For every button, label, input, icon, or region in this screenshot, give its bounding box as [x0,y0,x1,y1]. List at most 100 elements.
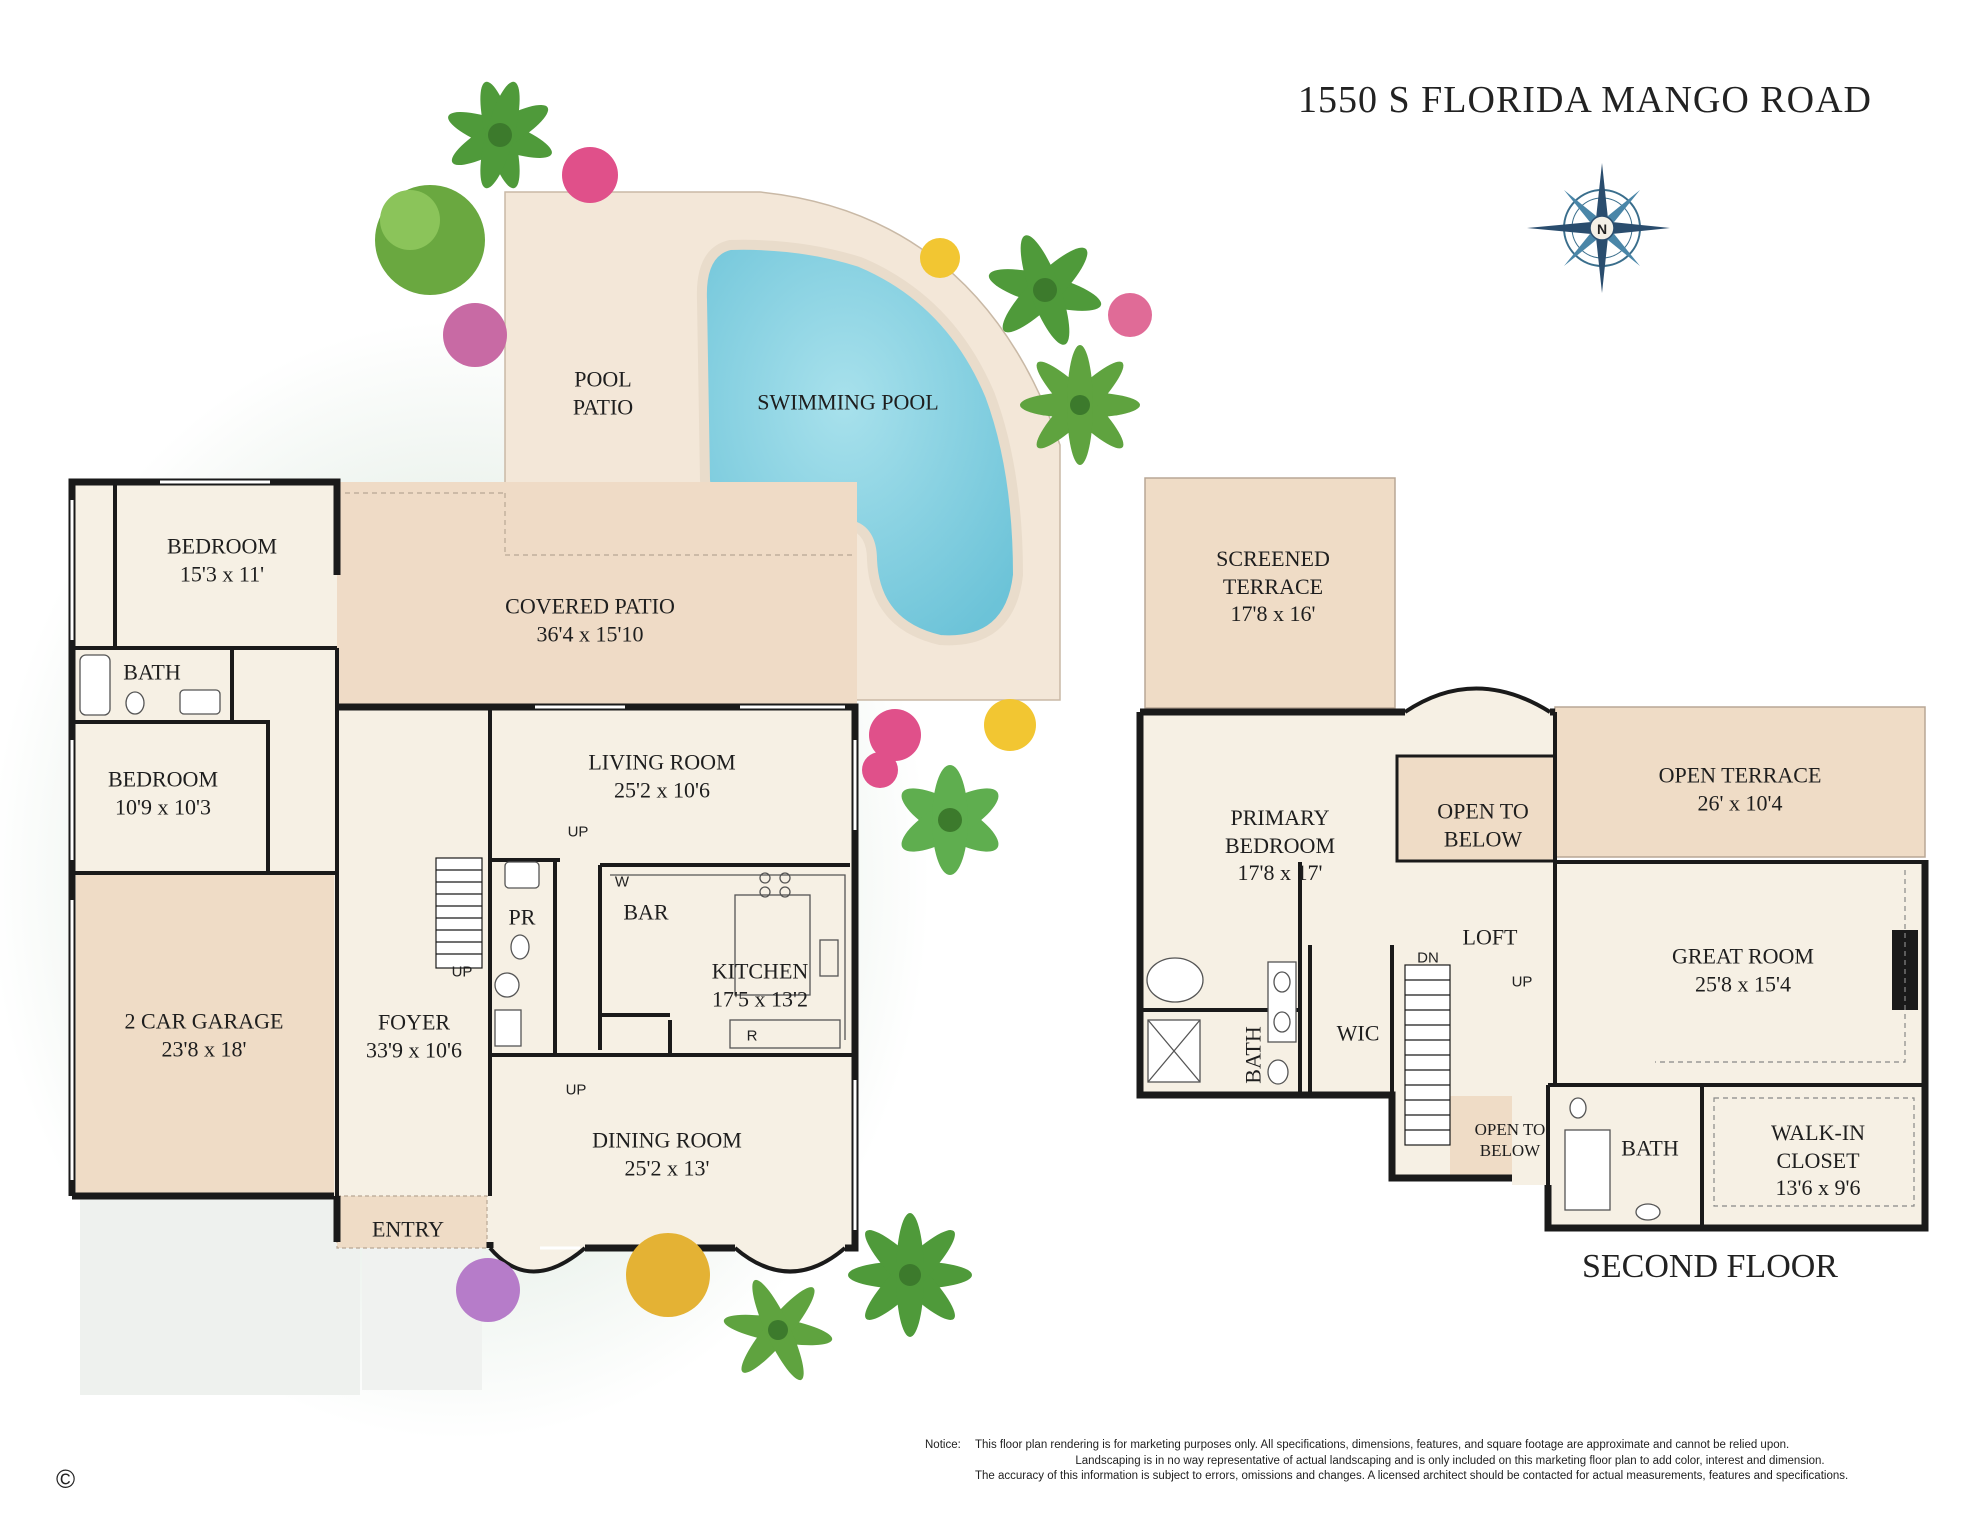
compass-north-label: N [1596,221,1608,237]
room-name: BEDROOM [166,533,278,559]
room-label-open-to-below-upper: OPEN TO BELOW [1437,798,1528,853]
room-name: LOFT [1462,924,1518,950]
stair-up-label: UP [567,823,589,841]
stair-up-label: UP [451,963,473,981]
room-name-line: BEDROOM [1224,832,1336,858]
room-dims: 25'2 x 10'6 [614,777,710,802]
room-dims: 36'4 x 15'10 [536,621,644,646]
notice-line: Landscaping is in no way representative … [1075,1454,1825,1467]
palm-tree [1020,345,1140,465]
dining-bay-right [733,1246,847,1274]
second-floor-fixtures [1146,957,1661,1221]
stair-up-label: UP [1511,973,1533,991]
room-name: GREAT ROOM [1671,943,1815,969]
notice-line: The accuracy of this information is subj… [975,1470,1849,1483]
room-label-primary-bedroom: PRIMARY BEDROOM 17'8 x 17' [1225,804,1335,887]
room-dims: 13'6 x 9'6 [1775,1174,1861,1200]
open-to-below-lower [1450,1096,1512,1176]
covered-patio [337,482,857,707]
room-name: OPEN TERRACE [1658,762,1822,788]
flower-bush [920,238,960,278]
palm-tree [848,1213,972,1337]
room-label-screened-terrace: SCREENED TERRACE 17'8 x 16' [1216,545,1330,628]
room-name: BATH [1621,1135,1679,1161]
room-label-bar: BAR [623,898,668,926]
landscaping [375,81,1152,1381]
flower-bush [862,752,898,788]
room-name: LIVING ROOM [588,749,736,775]
room-name: PR [508,904,536,930]
room-name: BEDROOM [107,766,219,792]
room-name-line: PATIO [572,394,634,419]
first-floor-fixtures [79,654,540,1047]
room-label-kitchen: KITCHEN 17'5 x 13'2 [712,958,809,1013]
room-label-bath-1: BATH [123,658,180,686]
second-floor-label: SECOND FLOOR [1582,1248,1838,1285]
room-name-line: PRIMARY [1230,804,1330,830]
notice-lead: Notice: [925,1439,961,1451]
room-dims: 17'5 x 13'2 [712,986,808,1011]
compass-rose [1527,163,1670,293]
room-dims: 33'9 x 10'6 [366,1037,462,1062]
room-dims: 25'2 x 13' [624,1155,710,1180]
room-name: 2 CAR GARAGE [124,1008,284,1034]
room-name-line: POOL [574,366,632,392]
second-floor-interior [1140,712,1925,1228]
wine-fridge-label: W [614,873,630,891]
room-name-line: CLOSET [1776,1147,1860,1173]
room-label-living-room: LIVING ROOM 25'2 x 10'6 [588,749,735,804]
stair-up-label: UP [565,1081,587,1099]
tropical-plant [901,765,999,875]
room-dims: 17'8 x 16' [1230,600,1316,626]
garage-floor [76,874,334,1194]
first-floor-windows [70,480,857,1250]
kitchen-counters [610,872,846,1049]
flower-bush [562,147,618,203]
room-label-entry: ENTRY [372,1215,444,1243]
room-name: BATH [123,659,181,685]
room-label-swimming-pool: SWIMMING POOL [757,388,939,416]
room-name-line: SCREENED [1216,545,1330,571]
room-name: DINING ROOM [592,1127,742,1153]
room-label-dining-room: DINING ROOM 25'2 x 13' [592,1127,742,1182]
room-name-line: SWIMMING POOL [757,389,939,415]
notice-line: This floor plan rendering is for marketi… [975,1439,1790,1451]
palm-tree [448,81,552,189]
room-name: WIC [1336,1020,1380,1046]
second-floor-bay [1403,686,1552,714]
room-label-garage: 2 CAR GARAGE 23'8 x 18' [125,1008,284,1063]
stair-down-label: DN [1417,949,1439,967]
first-floor-interior-walls [72,482,855,1196]
room-name-line: TERRACE [1222,573,1324,599]
room-dims: 23'8 x 18' [161,1036,247,1061]
room-name-line: OPEN TO [1474,1119,1546,1139]
second-floor-dashed [1655,870,1915,1207]
flower-bush [626,1233,710,1317]
open-to-below-upper [1395,754,1557,863]
room-name-line: BELOW [1479,1141,1541,1160]
room-dims: 15'3 x 11' [179,561,265,586]
room-name: ENTRY [371,1216,445,1242]
room-name-line: WALK-IN [1770,1119,1866,1145]
room-label-bath-primary: BATH [1239,1026,1267,1083]
room-label-wic: WIC [1337,1019,1380,1047]
room-name-line: OPEN TO [1437,798,1529,824]
room-name: BAR [623,899,669,925]
second-floor-stairs [1404,964,1451,1146]
room-label-foyer: FOYER 33'9 x 10'6 [366,1009,462,1064]
copyright-symbol: © [56,1464,76,1494]
room-label-covered-patio: COVERED PATIO 36'4 x 15'10 [505,593,675,648]
room-label-walk-in-closet: WALK-IN CLOSET 13'6 x 9'6 [1771,1119,1865,1202]
flower-bush [984,699,1036,751]
room-label-bedroom-1: BEDROOM 15'3 x 11' [167,533,277,588]
room-name-line: BELOW [1443,826,1523,851]
room-dims: 26' x 10'4 [1697,790,1783,815]
room-label-pool-patio: POOL PATIO [573,366,633,421]
second-floor-interior-walls [1140,712,1925,1228]
flower-bush [456,1258,520,1322]
room-label-great-room: GREAT ROOM 25'8 x 15'4 [1672,943,1814,998]
shrub [380,190,440,250]
flower-bush [443,303,507,367]
refrigerator-label: R [746,1027,758,1045]
